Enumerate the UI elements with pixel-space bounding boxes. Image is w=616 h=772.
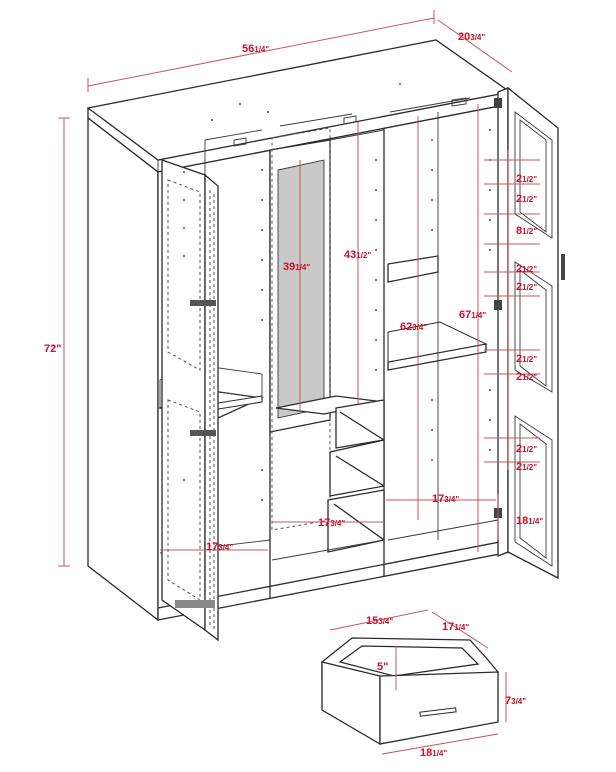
left-door-hinges (175, 300, 216, 608)
shelf-step-label: 21/2" (516, 281, 537, 293)
drawer-height-label: 73/4" (505, 695, 526, 707)
right-compartment (387, 112, 499, 541)
right-door (494, 86, 565, 580)
dimension-lines (58, 10, 540, 755)
mirror (277, 159, 325, 419)
drawer-detail (321, 637, 500, 746)
cabinet-body (87, 97, 511, 622)
shelf-step-label: 21/2" (516, 371, 537, 383)
right-shelf (387, 321, 488, 371)
height-label: 72" (44, 343, 61, 355)
middle-drawers (327, 399, 385, 553)
drawer-width-label: 153/4" (366, 615, 393, 627)
middle-height-label: 431/2" (344, 249, 371, 261)
width-label: 561/4" (242, 43, 269, 55)
door-depth-label: 181/4" (516, 515, 543, 527)
shelf-step-label: 21/2" (516, 193, 537, 205)
drawer-depth-label: 171/4" (442, 621, 469, 633)
depth-label: 203/4" (458, 31, 485, 43)
shelf-step-label: 21/2" (516, 443, 537, 455)
middle-compartment (269, 127, 385, 561)
shelf-step-label: 21/2" (516, 461, 537, 473)
door-handle (561, 254, 565, 280)
mirror-height-label: 391/4" (283, 261, 310, 273)
dimension-labels: 561/4" 203/4" 72" 391/4" 431/2" 623/4" 6… (44, 31, 543, 759)
shelf-pin-holes (183, 83, 491, 501)
drawer-front-width-label: 181/4" (420, 747, 447, 759)
shelf-step-label: 21/2" (516, 353, 537, 365)
drawer-handle (419, 707, 457, 717)
left-door (161, 159, 219, 642)
shelf-step-label: 81/2" (516, 225, 537, 237)
drawer-inner-height-label: 5" (377, 661, 388, 673)
middle-bottom-width-label: 173/4" (318, 517, 345, 529)
right-upper-label: 623/4" (400, 321, 427, 333)
shelf-step-label: 21/2" (516, 173, 537, 185)
right-door-label: 671/4" (459, 309, 486, 321)
shelf-step-label: 21/2" (516, 263, 537, 275)
left-bottom-width-label: 173/4" (206, 541, 233, 553)
right-bottom-width-label: 173/4" (432, 493, 459, 505)
